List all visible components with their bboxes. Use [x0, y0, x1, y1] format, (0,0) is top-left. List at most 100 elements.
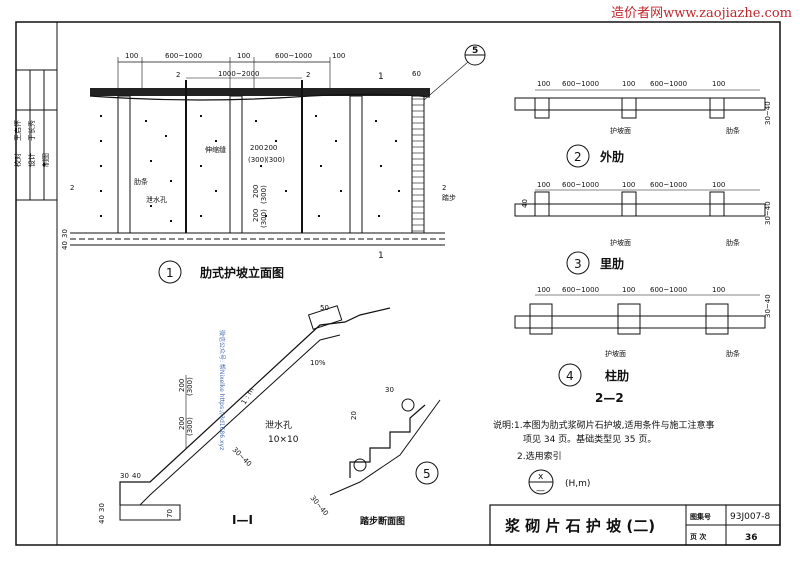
- s11-ratio: 1 : m: [240, 386, 256, 406]
- watermark: 造价者网www.zaojiazhe.com: [611, 6, 792, 21]
- index-bottom: —: [536, 486, 545, 496]
- page-number: 36: [745, 533, 758, 543]
- notes: 说明:1.本图为肋式浆砌片石护坡,适用条件与施工注意事 项见 34 页。基础类型…: [493, 419, 714, 496]
- titleblock-title: 浆 砌 片 石 护 坡 (二): [505, 517, 655, 535]
- drain-label: 泄水孔: [146, 195, 167, 204]
- approval-strip: 王启怀 于长秀 校对 设计 制图: [13, 69, 57, 201]
- step-d20: 20: [350, 411, 358, 420]
- inner-dim-1: 200: [250, 144, 263, 152]
- elev-dim-5: 100: [332, 52, 345, 60]
- atlas-label: 图集号: [690, 512, 711, 521]
- rib2-dim-1: 100: [537, 80, 550, 88]
- rib3-dim-5: 100: [712, 181, 725, 189]
- rib4-dim-1: 100: [537, 286, 550, 294]
- step-d30: 30: [385, 386, 394, 394]
- note-line-2: 项见 34 页。基础类型见 35 页。: [523, 433, 656, 445]
- rib4-dim-3: 100: [622, 286, 635, 294]
- section-2-2-title: 2—2: [595, 391, 624, 405]
- step-d3040: 30~40: [308, 494, 329, 517]
- s11-title: I—I: [232, 513, 253, 527]
- s11-basev-40: 40: [98, 515, 106, 524]
- s11-d300: (300): [186, 377, 194, 396]
- section-1-1: 50 10% 1 : m 200 (300) 200 (300) 30~40 泄…: [98, 304, 391, 527]
- rib4-rib: 肋条: [726, 349, 740, 358]
- approval-name1: 王启怀: [13, 120, 22, 141]
- elev-view-num: 1: [166, 266, 174, 280]
- rib2-dim-4: 600~1000: [650, 80, 687, 88]
- s11-base-40: 40: [132, 472, 141, 480]
- svg-text:校对: 校对: [13, 153, 22, 167]
- atlas-number: 93J007-8: [730, 512, 771, 522]
- elev-left-dim-30: 30: [61, 229, 69, 238]
- rib4-name: 柱肋: [605, 368, 629, 383]
- inner-dim-2: 200: [264, 144, 277, 152]
- side-watermark: 微信公众号: 帮Nixelke https://3d1686.xyz: [218, 330, 226, 450]
- s11-drain: 泄水孔: [265, 419, 292, 431]
- rib-label: 肋条: [134, 177, 148, 186]
- rib3-dim-2: 600~1000: [562, 181, 599, 189]
- rib3-dim-3: 100: [622, 181, 635, 189]
- elev-dim-3: 100: [237, 52, 250, 60]
- inner-dim-4: (300): [266, 156, 285, 164]
- svg-text:王启怀: 王启怀: [13, 120, 22, 141]
- page-label: 页 次: [690, 532, 706, 541]
- rib3-name: 里肋: [600, 256, 624, 271]
- s11-basev-30: 30: [98, 503, 106, 512]
- approval-role2: 设计: [27, 153, 36, 167]
- elev-index-num: 5: [472, 46, 478, 56]
- rib2-v: 30~40: [764, 101, 772, 125]
- s11-d200: 200: [178, 379, 186, 392]
- vert-dim-1: 200: [252, 185, 260, 198]
- svg-text:于长秀: 于长秀: [27, 120, 36, 141]
- rib3-v: 30~40: [764, 201, 772, 225]
- vert-dim-3: 200: [252, 209, 260, 222]
- elev-view-title: 肋式护坡立面图: [200, 265, 284, 280]
- rib2-rib: 肋条: [726, 126, 740, 135]
- s11-drain-size: 10×10: [268, 435, 299, 445]
- rib4-num: 4: [566, 369, 574, 383]
- rib4-dim-2: 600~1000: [562, 286, 599, 294]
- rib4-v: 30~40: [764, 294, 772, 318]
- sheet-frame: [15, 21, 781, 546]
- index-top: x: [538, 472, 544, 482]
- rib4-dim-4: 600~1000: [650, 286, 687, 294]
- rib3-rib: 肋条: [726, 238, 740, 247]
- joint-label: 伸缩缝: [205, 145, 226, 154]
- rib2-surface: 护坡面: [610, 126, 631, 135]
- s11-d70: 70: [166, 509, 174, 518]
- elev-left-dim-40: 40: [61, 241, 69, 250]
- index-params: (H,m): [565, 479, 590, 489]
- section-mark-right: 2: [306, 71, 310, 79]
- approval-role3: 制图: [41, 153, 50, 167]
- drawing-border: [56, 21, 781, 546]
- elev-section-left: 2: [70, 184, 74, 192]
- title-block: 浆 砌 片 石 护 坡 (二) 图集号 93J007-8 页 次 36: [489, 504, 781, 546]
- s11-d50: 50: [320, 304, 329, 312]
- cut-mark-bottom: 1: [378, 251, 384, 261]
- s11-slope: 10%: [310, 359, 326, 367]
- rib3-surface: 护坡面: [610, 238, 631, 247]
- s11-d300b: (300): [186, 417, 194, 436]
- rib3-dim-1: 100: [537, 181, 550, 189]
- rib2-dim-3: 100: [622, 80, 635, 88]
- section-mark-left: 2: [176, 71, 180, 79]
- svg-text:制图: 制图: [41, 153, 50, 167]
- rib4-dim-5: 100: [712, 286, 725, 294]
- rib3-d40: 40: [521, 199, 529, 208]
- dim-60: 60: [412, 70, 421, 78]
- rib2-num: 2: [574, 150, 582, 164]
- s11-d200b: 200: [178, 417, 186, 430]
- note-line-3: 2.选用索引: [517, 450, 562, 462]
- elevation-view: 100 600~1000 100 600~1000 100 1000~2000 …: [61, 44, 486, 284]
- step-section: 30 20 30~40 5 踏步断面图: [308, 386, 441, 527]
- rib2-name: 外肋: [600, 149, 624, 164]
- rib3-num: 3: [574, 257, 582, 271]
- coping-band: [90, 88, 430, 96]
- rib2-dim-5: 100: [712, 80, 725, 88]
- elev-dim-2: 600~1000: [165, 52, 202, 60]
- step-index-num: 5: [423, 467, 431, 481]
- vert-dim-4: (300): [260, 209, 268, 228]
- inner-dim-3: (300): [248, 156, 267, 164]
- cut-mark-top: 1: [378, 72, 384, 82]
- s11-base-30: 30: [120, 472, 129, 480]
